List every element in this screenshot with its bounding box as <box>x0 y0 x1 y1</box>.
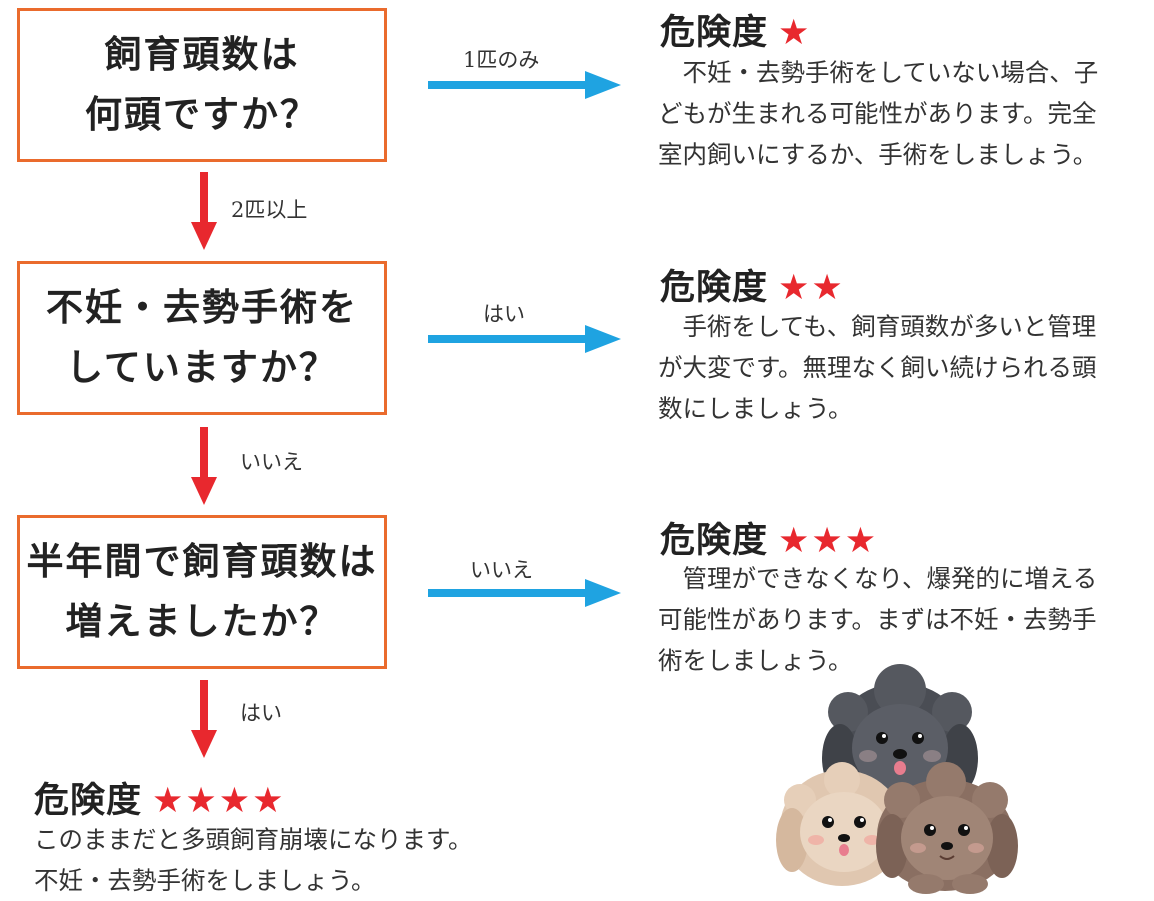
question-3-line-1: 半年間で飼育頭数は <box>26 540 378 583</box>
risk-stars-1: ★ <box>778 13 812 53</box>
risk-2-line-1: 手術をしても、飼育頭数が多いと管理 <box>658 312 1097 341</box>
risk-title-1: 危険度 <box>660 13 769 53</box>
question-box-2: 不妊・去勢手術を していますか？ <box>17 261 387 415</box>
risk-title-2: 危険度 <box>660 268 769 308</box>
question-box-3: 半年間で飼育頭数は 増えましたか？ <box>17 515 387 669</box>
risk-description-1: 不妊・去勢手術をしていない場合、子 どもが生まれる可能性があります。完全 室内飼… <box>658 52 1098 175</box>
risk-heading-2: 危険度 ★★ <box>660 259 845 310</box>
risk-description-3: 管理ができなくなり、爆発的に増える 可能性があります。まずは不妊・去勢手 術をし… <box>658 558 1097 681</box>
question-2-line-2: していますか？ <box>66 346 338 389</box>
puppies-illustration <box>776 664 1018 894</box>
risk-3-line-3: 術をしましょう。 <box>658 646 853 675</box>
down-label-2: いいえ <box>240 450 303 474</box>
risk-1-line-3: 室内飼いにするか、手術をしましょう。 <box>658 140 1098 169</box>
brown-puppy <box>876 762 1018 894</box>
down-arrow-1 <box>191 172 217 250</box>
risk-stars-3: ★★★ <box>778 521 879 561</box>
risk-3-line-2: 可能性があります。まずは不妊・去勢手 <box>658 605 1097 634</box>
beige-puppy <box>776 762 908 886</box>
risk-title-3: 危険度 <box>660 521 769 561</box>
right-arrow-3 <box>428 579 621 607</box>
risk-4-line-2: 不妊・去勢手術をしましょう。 <box>34 866 376 895</box>
risk-stars-2: ★★ <box>778 268 845 308</box>
risk-1-line-1: 不妊・去勢手術をしていない場合、子 <box>658 58 1099 87</box>
down-label-3: はい <box>240 701 282 725</box>
right-label-3: いいえ <box>470 558 533 582</box>
right-label-1: 1匹のみ <box>463 48 540 72</box>
risk-heading-1: 危険度 ★ <box>660 4 811 55</box>
down-label-1: 2匹以上 <box>231 198 308 222</box>
question-1-line-1: 飼育頭数は <box>104 33 300 76</box>
risk-title-4: 危険度 <box>34 781 143 821</box>
right-arrow-1 <box>428 71 621 99</box>
risk-2-line-2: が大変です。無理なく飼い続けられる頭 <box>658 353 1097 382</box>
right-label-2: はい <box>483 302 525 326</box>
risk-4-line-1: このままだと多頭飼育崩壊になります。 <box>34 825 473 854</box>
risk-2-line-3: 数にしましょう。 <box>658 394 853 423</box>
risk-heading-3: 危険度 ★★★ <box>660 512 878 563</box>
risk-stars-4: ★★★★ <box>152 781 286 821</box>
risk-heading-4: 危険度 ★★★★ <box>34 772 286 823</box>
risk-1-line-2: どもが生まれる可能性があります。完全 <box>658 99 1097 128</box>
down-arrow-2 <box>191 427 217 505</box>
question-3-line-2: 増えましたか？ <box>65 600 339 643</box>
right-arrow-2 <box>428 325 621 353</box>
risk-3-line-1: 管理ができなくなり、爆発的に増える <box>658 564 1098 593</box>
question-1-line-2: 何頭ですか？ <box>85 93 319 136</box>
question-2-line-1: 不妊・去勢手術を <box>46 286 358 329</box>
question-text-3: 半年間で飼育頭数は 増えましたか？ <box>27 532 378 652</box>
question-text-1: 飼育頭数は 何頭ですか？ <box>85 25 319 145</box>
down-arrow-3 <box>191 680 217 758</box>
risk-description-4: このままだと多頭飼育崩壊になります。 不妊・去勢手術をしましょう。 <box>34 819 473 901</box>
question-text-2: 不妊・去勢手術を していますか？ <box>46 278 358 398</box>
risk-description-2: 手術をしても、飼育頭数が多いと管理 が大変です。無理なく飼い続けられる頭 数にし… <box>658 306 1097 429</box>
question-box-1: 飼育頭数は 何頭ですか？ <box>17 8 387 162</box>
